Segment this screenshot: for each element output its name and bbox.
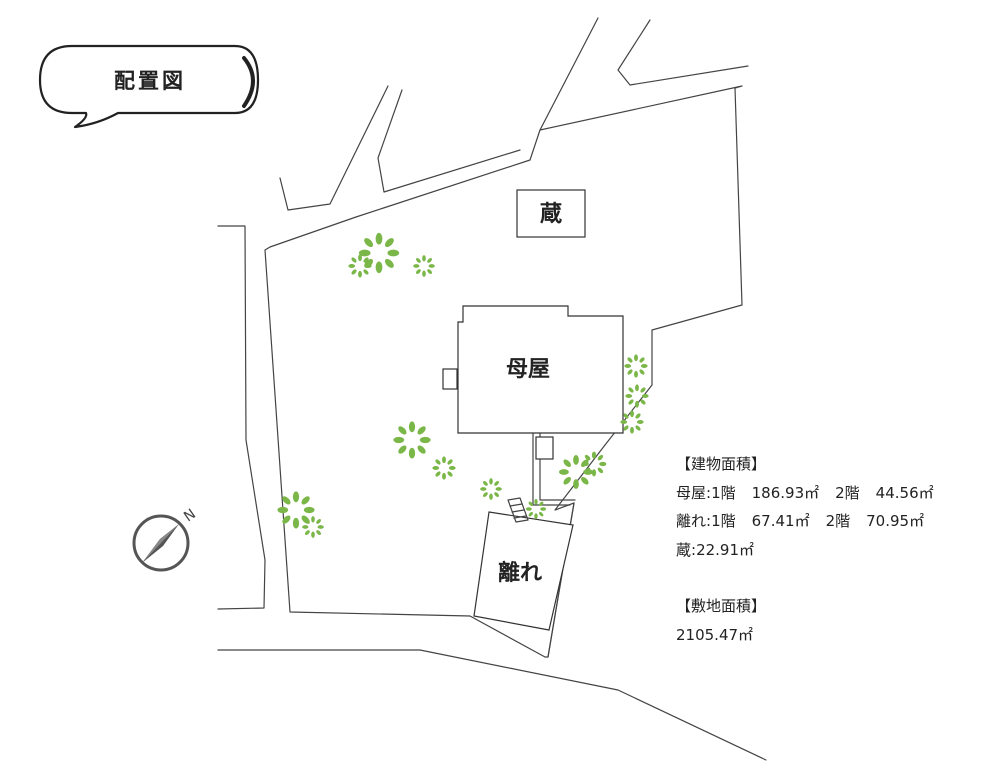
floor-area-header: 【建物面積】 — [676, 455, 767, 473]
tree — [393, 421, 431, 459]
compass-icon: N — [132, 506, 199, 572]
tree — [413, 255, 435, 277]
tree — [302, 516, 324, 538]
tree — [432, 456, 456, 480]
svg-text:母屋: 母屋 — [506, 357, 550, 382]
site-area-value: 2105.47㎡ — [676, 625, 754, 644]
building-hanare: 離れ — [473, 511, 574, 631]
svg-text:離れ: 離れ — [498, 560, 542, 586]
page-title: 配置図 — [114, 69, 186, 93]
tree — [581, 451, 607, 477]
tree — [358, 232, 400, 274]
north-label: N — [181, 506, 199, 525]
site-area-header: 【敷地面積】 — [676, 597, 767, 615]
svg-text:蔵: 蔵 — [540, 202, 562, 227]
tree — [620, 410, 644, 434]
tree — [525, 498, 547, 520]
site-boundary — [217, 17, 767, 761]
tree — [348, 254, 372, 278]
tree — [625, 384, 649, 408]
building-omoya: 母屋 — [442, 305, 624, 460]
tree — [624, 354, 648, 378]
tree — [480, 478, 502, 500]
steps — [507, 497, 529, 523]
floor-area-row: 蔵:22.91㎡ — [676, 540, 755, 559]
title-bubble: 配置図 — [38, 44, 260, 129]
building-kura: 蔵 — [516, 189, 586, 238]
